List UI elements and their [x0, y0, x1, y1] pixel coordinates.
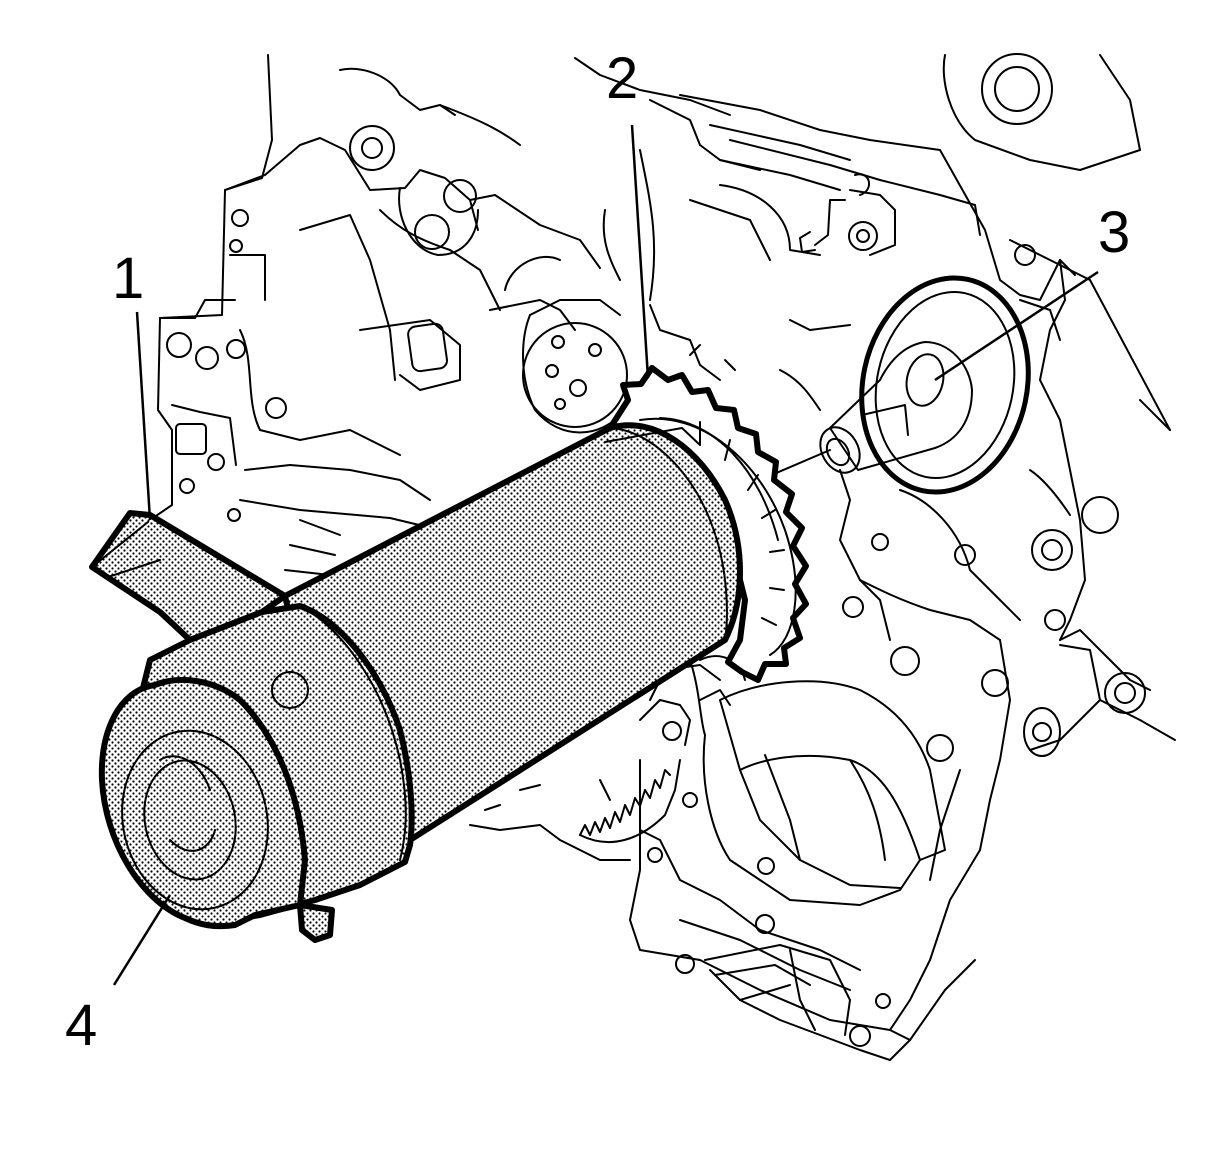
callout-1: 1	[112, 246, 144, 311]
leader-line-1	[135, 311, 152, 521]
crankshaft-sprocket-icon	[609, 365, 809, 683]
callout-4: 4	[65, 993, 97, 1058]
leader-line-2	[630, 124, 650, 379]
leader-line-4	[112, 894, 172, 986]
callout-3: 3	[1098, 200, 1130, 265]
callout-2: 2	[606, 46, 638, 111]
leader-line-3	[934, 270, 1099, 382]
callout-labels: 1 2 3 4	[65, 46, 1130, 1058]
leader-lines	[112, 124, 1099, 986]
crankshaft-sprocket-installer-tool-icon	[89, 422, 743, 943]
